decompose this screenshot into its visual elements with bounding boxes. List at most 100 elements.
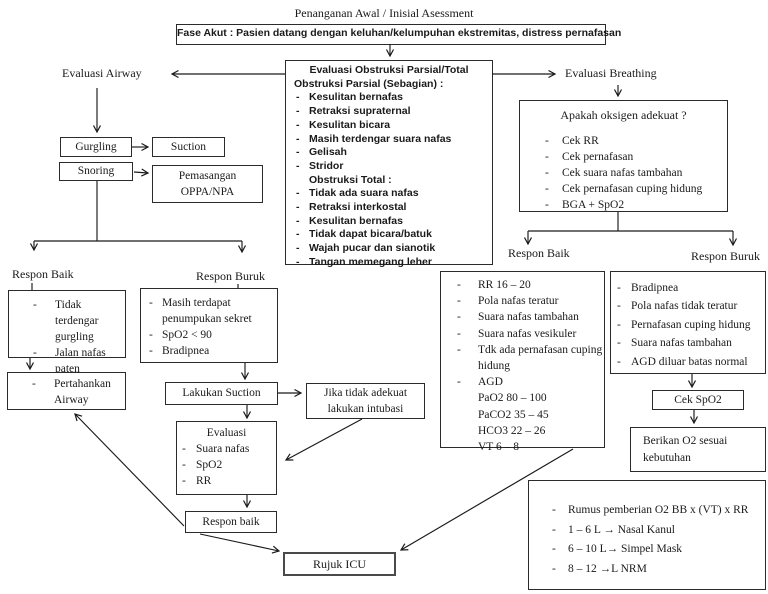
dash-bullet bbox=[296, 242, 309, 256]
airway-respon-buruk-label: Respon Buruk bbox=[196, 269, 265, 283]
dash-bullet bbox=[33, 345, 55, 361]
list-item: SpO2 < 90 bbox=[141, 327, 277, 343]
list-item: SpO2 bbox=[177, 457, 276, 473]
oksigen-adekuat-box: Apakah oksigen adekuat ? Cek RR Cek pern… bbox=[519, 100, 728, 212]
list-item: Retraksi interkostal bbox=[286, 201, 492, 215]
dash-bullet bbox=[296, 119, 309, 133]
dash-bullet bbox=[545, 149, 562, 165]
dash-bullet bbox=[296, 105, 309, 119]
list-item: Cek pernafasan cuping hidung bbox=[520, 181, 727, 197]
dash-bullet bbox=[149, 295, 162, 311]
evaluasi-box: Evaluasi Suara nafas SpO2 RR bbox=[176, 421, 277, 495]
dash-bullet bbox=[617, 297, 631, 315]
list-subitem: VT 6 – 8 bbox=[478, 441, 519, 454]
list-item: Masih terdengar suara nafas bbox=[286, 133, 492, 147]
dash-bullet bbox=[545, 165, 562, 181]
dash-bullet bbox=[296, 133, 309, 147]
list-item: Retraksi supraternal bbox=[286, 105, 492, 119]
evaluasi-title: Evaluasi bbox=[206, 427, 247, 439]
list-item: Cek pernafasan bbox=[520, 149, 727, 165]
list-item: Suara nafas bbox=[177, 441, 276, 457]
suction-box: Suction bbox=[152, 137, 225, 157]
intubasi-box: Jika tidak adekuat lakukan intubasi bbox=[306, 383, 425, 419]
list-item: Tidak dapat bicara/batuk bbox=[286, 228, 492, 242]
list-item: Masih terdapat penumpukan sekret bbox=[141, 295, 277, 327]
dash-bullet bbox=[296, 91, 309, 105]
list-item: Cek RR bbox=[520, 133, 727, 149]
rumus-o2-box: Rumus pemberian O2 BB x (VT) x RR 1 – 6 … bbox=[528, 480, 766, 590]
list-item: Tidak terdengar gurgling bbox=[9, 297, 125, 345]
list-item: Bradipnea bbox=[611, 279, 765, 297]
respon-baik-box: Respon baik bbox=[185, 511, 277, 533]
list-item: Gelisah bbox=[286, 146, 492, 160]
dash-bullet bbox=[296, 187, 309, 201]
list-item: RR 16 – 20 bbox=[441, 277, 604, 293]
airway-respon-buruk-box: Masih terdapat penumpukan sekret SpO2 < … bbox=[140, 288, 278, 363]
evaluasi-breathing-label: Evaluasi Breathing bbox=[565, 66, 657, 80]
parsial-heading: Obstruksi Parsial (Sebagian) : bbox=[294, 77, 444, 90]
dash-bullet bbox=[552, 501, 568, 521]
evaluasi-airway-label: Evaluasi Airway bbox=[62, 66, 142, 80]
breathing-respon-baik-label: Respon Baik bbox=[508, 246, 570, 260]
list-item: Suara nafas vesikuler bbox=[441, 326, 604, 342]
list-item: RR bbox=[177, 473, 276, 489]
dash-bullet bbox=[182, 473, 196, 489]
pertahankan-airway-box: Pertahankan Airway bbox=[7, 372, 126, 410]
central-obstruction-box: Evaluasi Obstruksi Parsial/Total Obstruk… bbox=[285, 60, 493, 268]
dash-bullet bbox=[545, 133, 562, 149]
list-item: Wajah pucar dan sianotik bbox=[286, 242, 492, 256]
list-item: Bradipnea bbox=[141, 343, 277, 359]
oksigen-title: Apakah oksigen adekuat ? bbox=[560, 108, 687, 122]
dash-bullet bbox=[457, 293, 478, 309]
dash-bullet bbox=[296, 146, 309, 160]
airway-respon-baik-label: Respon Baik bbox=[12, 267, 74, 281]
breathing-respon-buruk-label: Respon Buruk bbox=[691, 249, 760, 263]
lakukan-suction-box: Lakukan Suction bbox=[165, 382, 278, 405]
cek-spo2-box: Cek SpO2 bbox=[652, 390, 744, 410]
dash-bullet bbox=[296, 201, 309, 215]
dash-bullet bbox=[296, 228, 309, 242]
list-item: Tangan memegang leher bbox=[286, 256, 492, 270]
dash-bullet bbox=[296, 256, 309, 270]
dash-bullet bbox=[296, 160, 309, 174]
dash-bullet bbox=[457, 342, 478, 358]
dash-bullet bbox=[545, 181, 562, 197]
dash-bullet bbox=[457, 277, 478, 293]
list-item: 1 – 6 L → Nasal Kanul bbox=[529, 521, 765, 541]
dash-bullet bbox=[33, 297, 55, 313]
dash-bullet bbox=[617, 316, 631, 334]
breathing-respon-baik-box: RR 16 – 20 Pola nafas teratur Suara nafa… bbox=[440, 271, 605, 453]
total-heading: Obstruksi Total : bbox=[309, 173, 392, 186]
list-item: Stridor bbox=[286, 160, 492, 174]
list-item: Suara nafas tambahan bbox=[611, 334, 765, 352]
list-item: Pertahankan Airway bbox=[8, 376, 125, 408]
list-item: Kesulitan bernafas bbox=[286, 91, 492, 105]
list-item: Kesulitan bicara bbox=[286, 119, 492, 133]
list-item: Kesulitan bernafas bbox=[286, 215, 492, 229]
snoring-box: Snoring bbox=[59, 162, 133, 181]
list-item: Tidak ada suara nafas bbox=[286, 187, 492, 201]
dash-bullet bbox=[149, 343, 162, 359]
dash-bullet bbox=[457, 309, 478, 325]
dash-bullet bbox=[552, 540, 568, 560]
list-item: Cek suara nafas tambahan bbox=[520, 165, 727, 181]
dash-bullet bbox=[296, 215, 309, 229]
fase-akut-box: Fase Akut : Pasien datang dengan keluhan… bbox=[176, 24, 621, 45]
dash-bullet bbox=[32, 376, 54, 392]
list-item: Suara nafas tambahan bbox=[441, 309, 604, 325]
list-item: BGA + SpO2 bbox=[520, 197, 727, 213]
list-item: 6 – 10 L→ Simpel Mask bbox=[529, 540, 765, 560]
dash-bullet bbox=[617, 279, 631, 297]
list-item: Pola nafas teratur bbox=[441, 293, 604, 309]
list-subitem: PaO2 80 – 100 bbox=[478, 392, 547, 405]
dash-bullet bbox=[182, 441, 196, 457]
list-item: Rumus pemberian O2 BB x (VT) x RR bbox=[529, 501, 765, 521]
dash-bullet bbox=[545, 197, 562, 213]
gurgling-box: Gurgling bbox=[60, 137, 132, 157]
breathing-respon-buruk-box: Bradipnea Pola nafas tidak teratur Perna… bbox=[610, 271, 766, 374]
dash-bullet bbox=[182, 457, 196, 473]
list-subitem: PaCO2 35 – 45 bbox=[478, 408, 549, 421]
list-item: 8 – 12 →L NRM bbox=[529, 560, 765, 580]
rujuk-icu-box: Rujuk ICU bbox=[283, 552, 396, 576]
